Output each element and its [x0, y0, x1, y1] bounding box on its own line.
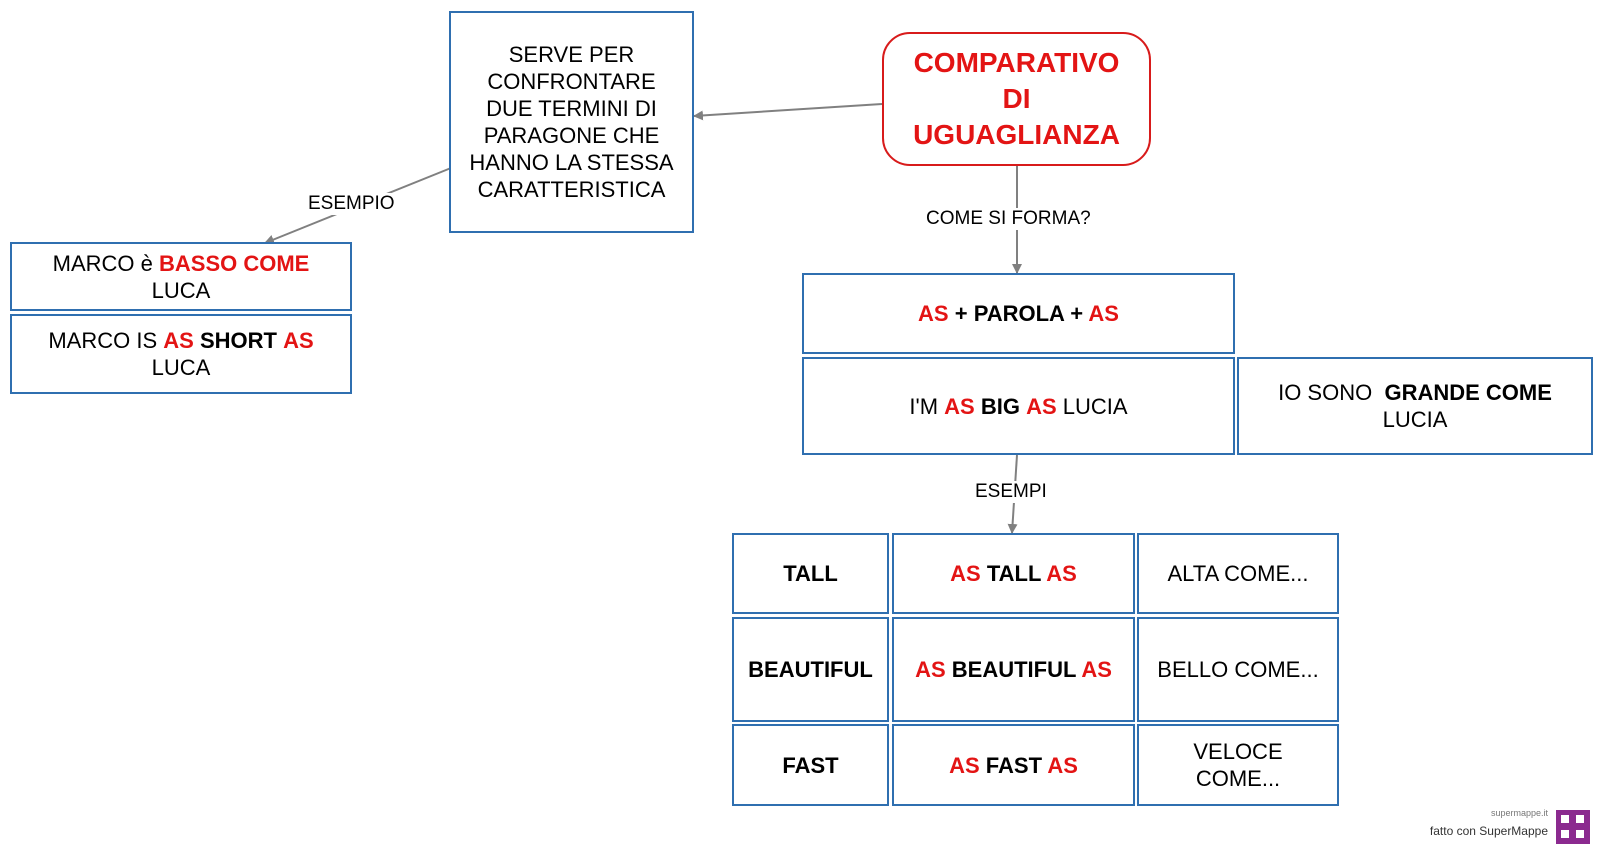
example-as: AS	[1081, 657, 1112, 682]
example-italian-text: MARCO è BASSO COME LUCA	[53, 250, 310, 304]
sentence-english-text: I'M AS BIG AS LUCIA	[909, 393, 1127, 420]
example-as: AS	[1046, 561, 1077, 586]
definition-node: SERVE PER CONFRONTARE DUE TERMINI DI PAR…	[449, 11, 694, 233]
edge-label-come-si-forma: COME SI FORMA?	[924, 208, 1093, 230]
root-title: COMPARATIVO DI UGUAGLIANZA	[913, 47, 1120, 150]
example-english-part: MARCO IS	[48, 328, 158, 353]
example-translation-beautiful: BELLO COME...	[1137, 617, 1339, 722]
example-english-word: SHORT	[199, 328, 277, 353]
example-translation-text: BELLO COME...	[1157, 657, 1319, 682]
sentence-italian-node: IO SONO GRANDE COME LUCIA	[1237, 357, 1593, 455]
example-translation-text: VELOCE COME...	[1193, 739, 1283, 791]
sentence-italian-text: IO SONO GRANDE COME LUCIA	[1278, 379, 1552, 433]
example-word-beautiful: BEAUTIFUL	[732, 617, 889, 722]
example-construction-text: AS BEAUTIFUL AS	[915, 656, 1112, 683]
edge-label-esempio: ESEMPIO	[306, 193, 397, 215]
example-middle-word: TALL	[986, 561, 1041, 586]
example-construction-text: AS FAST AS	[949, 752, 1078, 779]
root-node: COMPARATIVO DI UGUAGLIANZA	[882, 32, 1151, 166]
example-middle-word: FAST	[985, 752, 1043, 778]
example-translation-text: ALTA COME...	[1167, 561, 1309, 586]
example-construction-tall: AS TALL AS	[892, 533, 1135, 614]
example-construction-fast: AS FAST AS	[892, 724, 1135, 806]
watermark-site: supermappe.it	[1490, 808, 1548, 818]
definition-text: SERVE PER CONFRONTARE DUE TERMINI DI PAR…	[469, 42, 674, 202]
formula-plus: +	[1070, 301, 1084, 326]
sentence-english-part: LUCIA	[1062, 393, 1128, 419]
formula-node: AS + PAROLA + AS	[802, 273, 1235, 354]
sentence-english-as: AS	[1026, 393, 1057, 419]
example-translation-tall: ALTA COME...	[1137, 533, 1339, 614]
example-as: AS	[915, 657, 946, 682]
edge-label-esempi: ESEMPI	[973, 481, 1049, 503]
example-word-fast: FAST	[732, 724, 889, 806]
root-to-definition-arrow	[693, 103, 883, 121]
formula-text: AS + PAROLA + AS	[918, 300, 1119, 327]
example-as: AS	[1047, 752, 1078, 778]
example-english-part: LUCA	[151, 355, 211, 380]
example-english-text: MARCO IS AS SHORT AS LUCA	[48, 327, 313, 381]
formula-parola: PAROLA	[973, 301, 1065, 326]
example-construction-beautiful: AS BEAUTIFUL AS	[892, 617, 1135, 722]
sentence-english-part: I'M	[909, 393, 939, 419]
watermark-label: fatto con SuperMappe	[1429, 824, 1548, 838]
example-english-as: AS	[283, 328, 314, 353]
example-italian-node: MARCO è BASSO COME LUCA	[10, 242, 352, 311]
formula-as: AS	[1088, 301, 1119, 326]
formula-plus: +	[954, 301, 968, 326]
formula-as: AS	[918, 301, 949, 326]
example-word-tall: TALL	[732, 533, 889, 614]
example-italian-part: MARCO è	[52, 250, 153, 276]
sentence-english-node: I'M AS BIG AS LUCIA	[802, 357, 1235, 455]
example-as: AS	[950, 561, 981, 586]
supermappe-logo-icon	[1556, 810, 1590, 844]
example-construction-text: AS TALL AS	[950, 560, 1077, 587]
example-english-as: AS	[163, 328, 194, 353]
example-middle-word: BEAUTIFUL	[951, 657, 1077, 682]
example-italian-part: LUCA	[151, 277, 211, 303]
sentence-italian-part: IO SONO	[1278, 380, 1373, 405]
example-word-text: TALL	[783, 561, 838, 586]
example-italian-highlight: BASSO COME	[159, 250, 310, 276]
supermappe-watermark: supermappe.it fatto con SuperMappe	[1420, 808, 1592, 848]
example-english-node: MARCO IS AS SHORT AS LUCA	[10, 314, 352, 394]
sentence-english-word: BIG	[980, 393, 1020, 419]
sentence-english-as: AS	[944, 393, 975, 419]
example-as: AS	[949, 752, 980, 778]
example-word-text: FAST	[782, 752, 839, 778]
example-word-text: BEAUTIFUL	[748, 657, 873, 682]
example-translation-fast: VELOCE COME...	[1137, 724, 1339, 806]
sentence-italian-highlight: GRANDE COME	[1384, 380, 1552, 405]
sentence-italian-part: LUCIA	[1382, 407, 1448, 432]
